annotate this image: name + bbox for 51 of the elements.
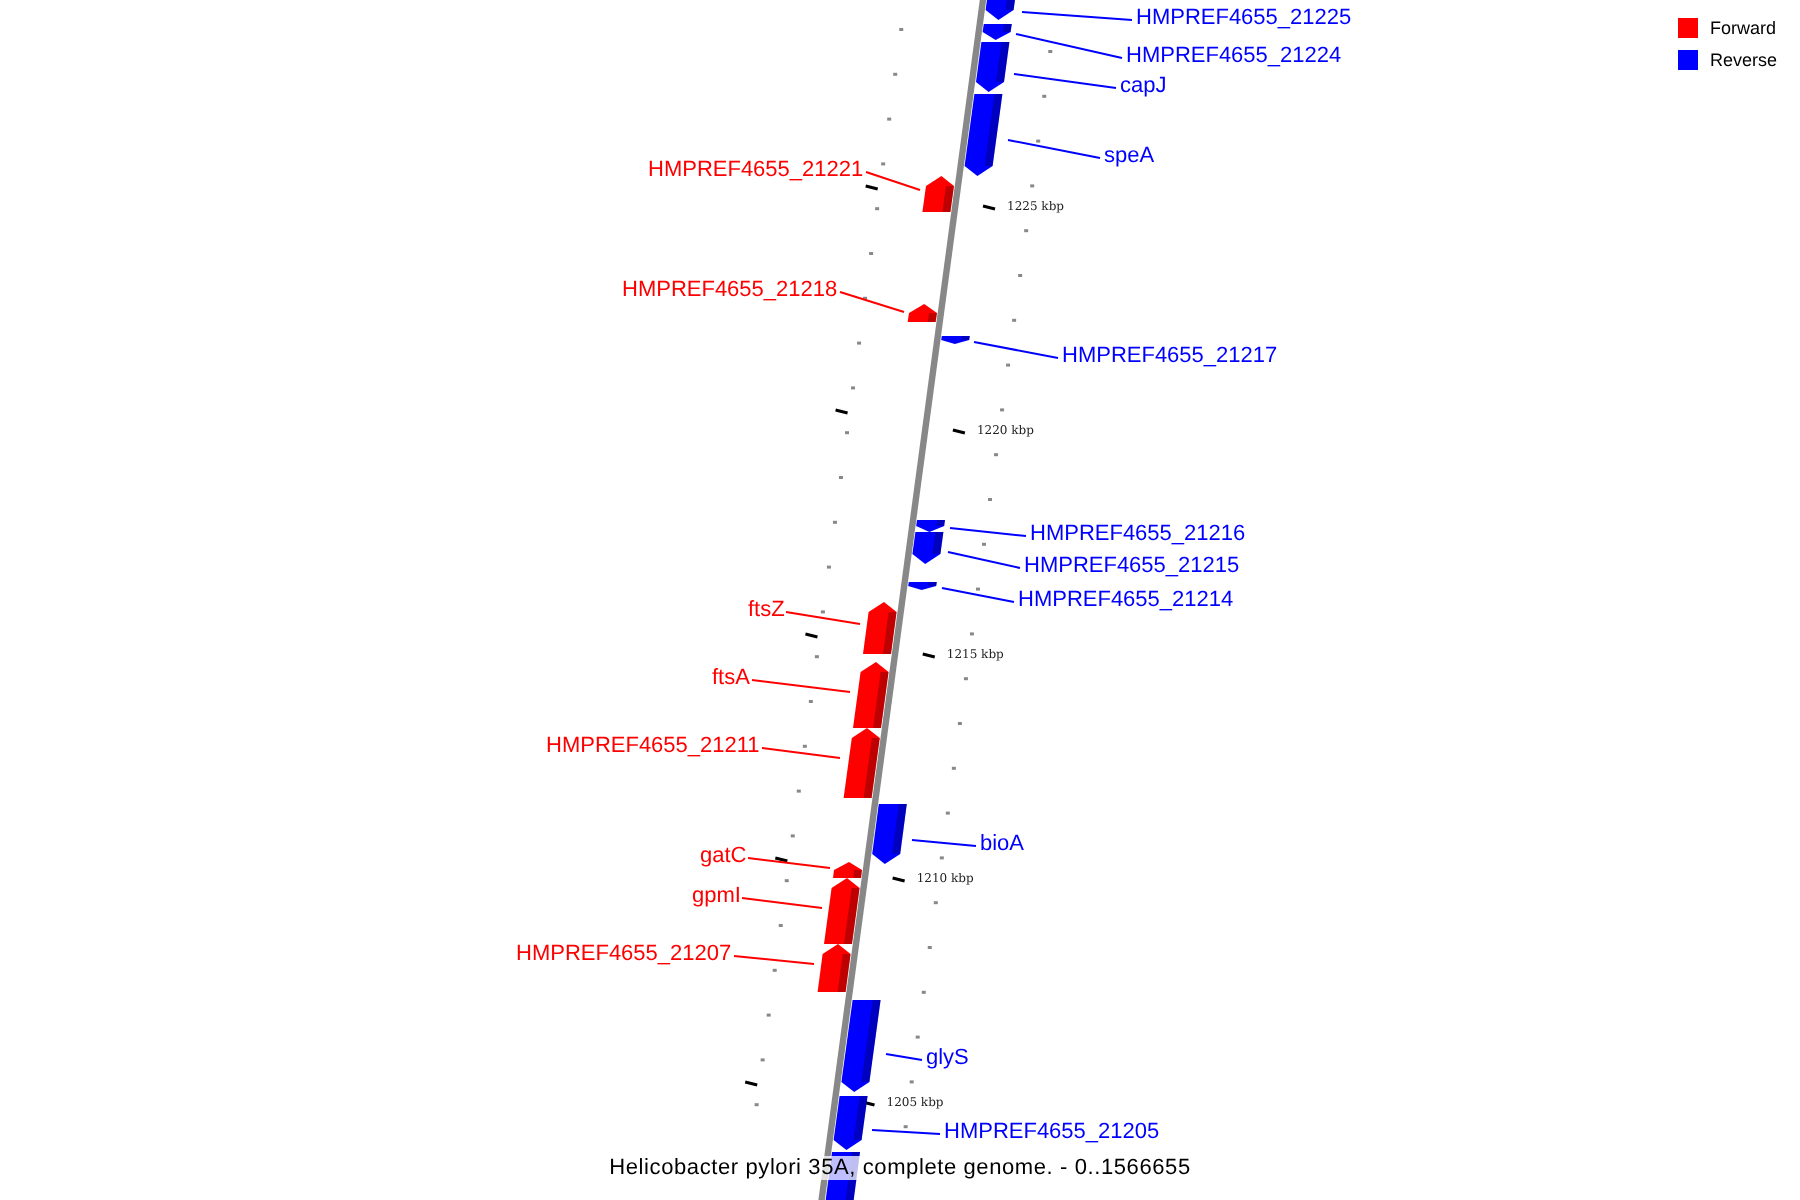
reverse-gene-block bbox=[938, 334, 974, 346]
leader-line bbox=[949, 527, 1027, 537]
legend-label: Forward bbox=[1710, 18, 1777, 38]
leader-line bbox=[1021, 11, 1133, 21]
leader-line bbox=[865, 171, 921, 191]
gene-label: ftsA bbox=[712, 665, 750, 691]
gene-label: gatC bbox=[700, 843, 747, 869]
leader-line bbox=[741, 897, 823, 909]
gene-label: HMPREF4655_21214 bbox=[1018, 587, 1234, 613]
reverse-gene-block bbox=[830, 1094, 872, 1152]
forward-gene-block bbox=[830, 860, 868, 880]
legend-label: Reverse bbox=[1710, 50, 1778, 70]
leader-line bbox=[885, 1053, 923, 1061]
gene-label: HMPREF4655_21225 bbox=[1136, 5, 1352, 31]
leader-line bbox=[1013, 73, 1117, 89]
leader-line bbox=[973, 341, 1059, 359]
gene-label: HMPREF4655_21211 bbox=[546, 733, 760, 759]
forward-gene-block bbox=[850, 660, 894, 730]
reverse-gene-block bbox=[868, 802, 912, 866]
gene-label: HMPREF4655_21217 bbox=[1062, 343, 1278, 369]
gene-label: bioA bbox=[980, 831, 1025, 857]
leader-line bbox=[911, 839, 977, 847]
leader-line bbox=[839, 291, 905, 313]
reverse-gene-block bbox=[904, 580, 942, 592]
gene-label: ftsZ bbox=[748, 597, 785, 623]
caption: Helicobacter pylori 35A, complete genome. - 0..1566655 bbox=[605, 1156, 1195, 1180]
gene-label: HMPREF4655_21215 bbox=[1024, 553, 1240, 579]
leader-line bbox=[871, 1129, 941, 1135]
leader-line bbox=[941, 587, 1015, 603]
gene-label: HMPREF4655_21221 bbox=[648, 157, 864, 183]
gene-label: capJ bbox=[1120, 73, 1167, 99]
leader-line bbox=[761, 747, 841, 759]
reverse-gene-block bbox=[978, 22, 1016, 42]
leader-line bbox=[785, 611, 861, 625]
leader-line bbox=[747, 857, 831, 869]
gene-label: gpmI bbox=[692, 883, 741, 909]
leader-line bbox=[1007, 139, 1101, 159]
gene-label: HMPREF4655_21216 bbox=[1030, 521, 1246, 547]
gene-label: HMPREF4655_21224 bbox=[1126, 43, 1342, 69]
forward-gene-block bbox=[840, 726, 886, 800]
gene-label: HMPREF4655_21205 bbox=[944, 1119, 1160, 1145]
leader-line bbox=[733, 955, 815, 965]
forward-gene-block bbox=[920, 174, 960, 214]
gene-label: HMPREF4655_21207 bbox=[516, 941, 732, 967]
gene-label: glyS bbox=[926, 1045, 969, 1071]
gene-label: HMPREF4655_21218 bbox=[622, 277, 838, 303]
gene-label: speA bbox=[1104, 143, 1155, 169]
leader-line bbox=[751, 679, 851, 693]
leader-line bbox=[947, 551, 1021, 569]
leader-line bbox=[1015, 33, 1123, 59]
reverse-gene-block bbox=[912, 518, 950, 534]
